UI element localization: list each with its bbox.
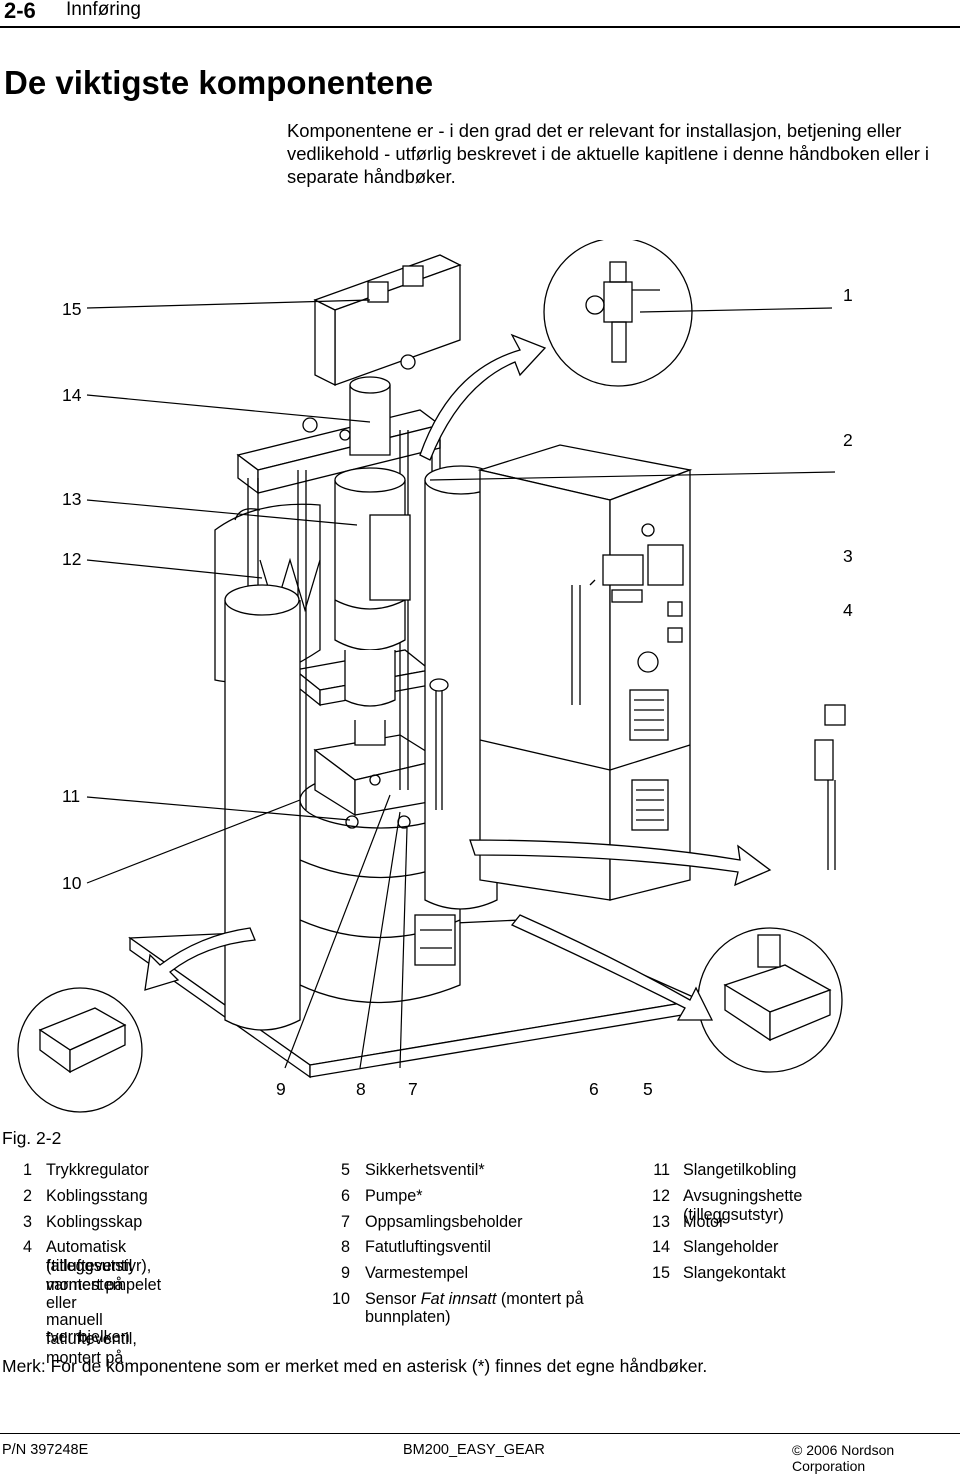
callout-15: 15 [62,299,82,319]
detail-heating-plate-corner [17,987,143,1113]
legend-text: Motor [683,1213,725,1231]
legend-text: Slangekontakt [683,1264,786,1282]
pointer-arrows [144,333,772,1021]
legend-num: 13 [651,1213,670,1231]
legend-text-italic: Fat innsatt [420,1290,497,1308]
callout-1: 1 [843,285,853,305]
note-text: Merk: For de komponentene som er merket … [2,1356,708,1376]
legend-text: Sikkerhetsventil* [365,1161,485,1179]
legend-text: tverrbjelken [46,1328,130,1346]
legend-num: 14 [651,1238,670,1256]
callout-10: 10 [62,873,82,893]
legend-num: 3 [22,1213,32,1231]
legend-text: manuell fatlufteventil, montert på [46,1311,137,1367]
legend-num: 9 [340,1264,350,1282]
callout-7: 7 [408,1079,418,1099]
legend-text-sensor: Sensor Fat innsatt (montert på [365,1290,584,1309]
legend-num: 12 [651,1187,670,1205]
legend-text: Pumpe* [365,1187,423,1205]
legend-text: Oppsamlingsbeholder [365,1213,523,1231]
vent-rod [429,678,449,810]
legend-num: 1 [22,1161,32,1179]
page-number: 2-6 [4,0,36,23]
callout-3: 3 [843,546,853,566]
detail-safety-valve [697,927,843,1073]
legend-text: bunnplaten) [365,1308,451,1326]
callout-13: 13 [62,489,82,509]
legend-text: eller [46,1294,77,1312]
legend-text: Slangeholder [683,1238,779,1256]
callout-5: 5 [643,1079,653,1099]
callout-8: 8 [356,1079,366,1099]
legend-num: 7 [340,1213,350,1231]
legend-text: Sensor [365,1290,421,1308]
footer-doc-id: BM200_EASY_GEAR [403,1442,545,1458]
legend-num: 8 [340,1238,350,1256]
footer-rule [0,1433,960,1434]
callout-2: 2 [843,430,853,450]
legend-text: Koblingsskap [46,1213,143,1231]
callout-11: 11 [62,786,81,806]
legend-num: 10 [331,1290,350,1308]
legend-text: (tilleggsutstyr), montert på [46,1257,152,1294]
legend-text: Slangetilkobling [683,1161,797,1179]
legend-text: varmestempelet [46,1276,162,1294]
legend-num: 11 [653,1161,670,1179]
detail-pressure-regulator [543,237,693,387]
intro-paragraph: Komponentene er - i den grad det er rele… [287,120,930,187]
figure-caption: Fig. 2-2 [2,1128,62,1148]
legend-text: Koblingsstang [46,1187,148,1205]
pump-motor [334,376,411,746]
footer-part-number: P/N 397248E [2,1442,89,1458]
legend-num: 6 [340,1187,350,1205]
section-title: Innføring [66,0,141,20]
callout-6: 6 [589,1079,599,1099]
legend-text: (montert på [496,1290,584,1308]
legend-num: 15 [651,1264,670,1282]
control-cabinet [477,444,693,901]
callout-12: 12 [62,549,82,569]
figure-illustration [0,237,960,1125]
leader-lines [86,299,836,1069]
legend-text: Avsugningshette (tilleggsutstyr) [683,1187,803,1224]
legend-text: Automatisk fatlufteventil [46,1238,133,1275]
legend-num: 5 [340,1161,350,1179]
detail-sensor [814,704,846,870]
legend-text: Varmestempel [365,1264,469,1282]
page-title: De viktigste komponentene [4,64,434,101]
top-control-box [313,254,462,387]
callout-4: 4 [843,600,853,620]
legend-text: Fatutluftingsventil [365,1238,491,1256]
legend-text: Trykkregulator [46,1161,149,1179]
header-rule [0,26,960,28]
callout-9: 9 [276,1079,286,1099]
legend-num: 2 [22,1187,32,1205]
callout-14: 14 [62,385,82,405]
legend-num: 4 [22,1238,32,1256]
footer-copyright: © 2006 Nordson Corporation [792,1442,895,1474]
